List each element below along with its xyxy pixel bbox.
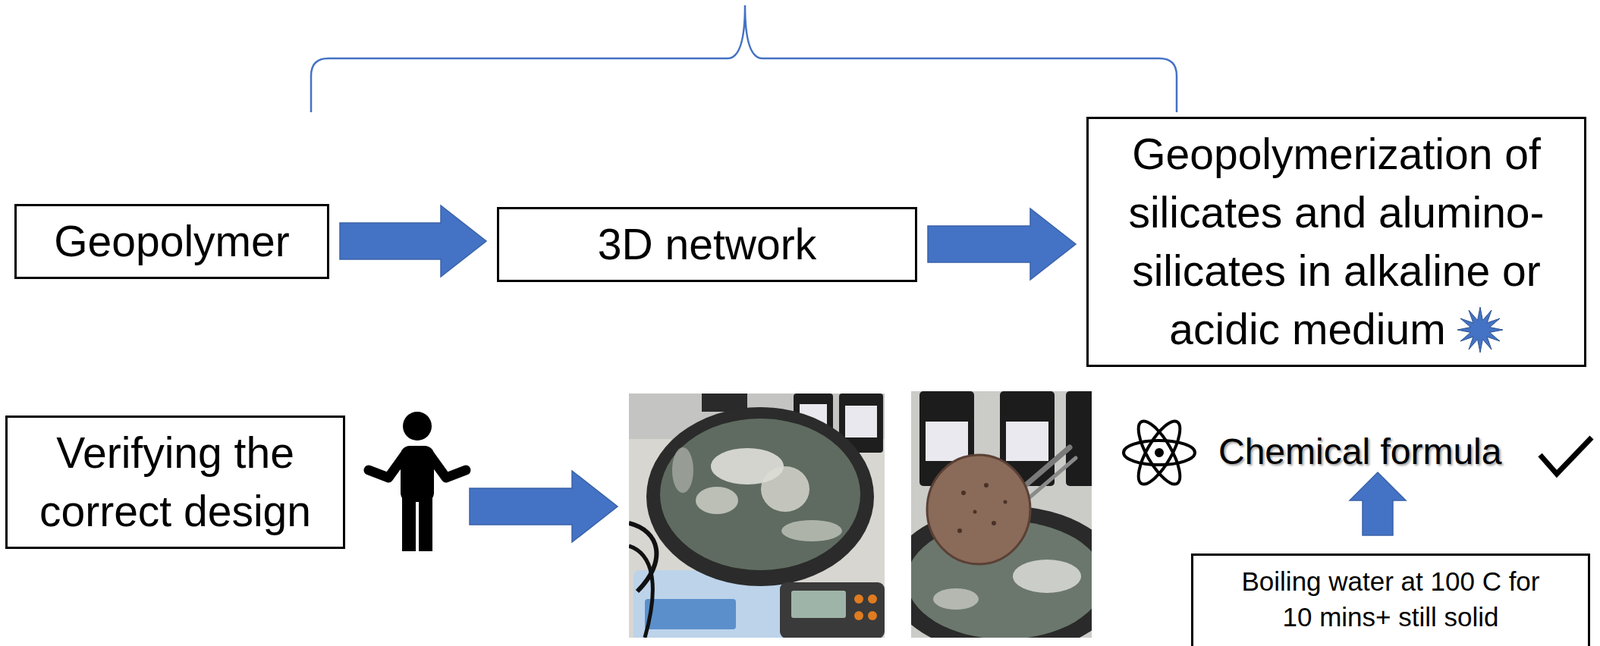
person-icon-part [418, 493, 433, 552]
photo-boiling-pan-part [646, 407, 874, 587]
photo-sample-disk-part [973, 510, 978, 515]
photo-boiling-pan [628, 393, 885, 639]
photo-boiling-pan-part [781, 520, 843, 542]
atom-icon-part [1123, 440, 1195, 466]
block-arrow [469, 471, 618, 543]
photo-sample-disk-part [957, 528, 962, 534]
photo-sample-disk-part [1012, 559, 1082, 594]
icon-caption: Chemical formula [1218, 430, 1502, 475]
photo-boiling-pan-part [628, 546, 653, 639]
definition-box: Geopolymerization of silicates and alumi… [1086, 116, 1587, 368]
photo-boiling-pan-part [760, 466, 810, 513]
node-text: Boiling water at 100 C for 10 mins+ stil… [1241, 566, 1541, 632]
photo-boiling-pan-part [867, 611, 878, 621]
person-icon-part [428, 453, 466, 478]
photo-sample-disk-part [961, 490, 966, 496]
atom-icon-part [1154, 448, 1164, 458]
process-box: 3D network [496, 207, 918, 283]
text-line-wrap: Verifying the correct design [18, 424, 333, 541]
photo-boiling-pan-part [854, 611, 864, 621]
up-arrow [1349, 472, 1406, 536]
node-text: 3D network [597, 220, 817, 269]
person-icon [368, 411, 466, 552]
atom-icon-part [1131, 415, 1189, 490]
block-arrow [339, 205, 487, 277]
curly-brace [311, 5, 1177, 113]
node-text: Geopolymer [53, 216, 290, 266]
burst-star-icon [1456, 306, 1504, 354]
photo-sample-disk-part [927, 455, 1031, 565]
photo-boiling-pan-part [867, 594, 878, 604]
photo-sample-disk [911, 391, 1092, 639]
atom-icon-part [1131, 415, 1189, 490]
photo-boiling-pan-part [660, 418, 861, 571]
burst-star-shape [1457, 307, 1503, 353]
person-icon-part [402, 411, 432, 441]
photo-sample-disk-part [925, 421, 969, 462]
photo-sample-disk-part [1005, 421, 1049, 462]
photo-boiling-pan-part [779, 582, 885, 639]
block-arrow [927, 208, 1076, 280]
photo-boiling-pan-part [672, 447, 694, 494]
photo-sample-disk-part [991, 521, 997, 526]
text-line-wrap: Geopolymerization of silicates and alumi… [1105, 125, 1568, 359]
photo-boiling-pan-part [695, 487, 739, 515]
photo-sample-disk-part [933, 588, 979, 610]
text-line-wrap: Boiling water at 100 C for 10 mins+ stil… [1229, 563, 1552, 635]
text-line-wrap: Geopolymer [25, 212, 318, 271]
photo-sample-disk-part [983, 483, 989, 488]
note-box: Boiling water at 100 C for 10 mins+ stil… [1191, 553, 1591, 646]
photo-sample-disk-part [1003, 500, 1008, 505]
text-line-wrap: 3D network [508, 215, 906, 274]
node-text: Verifying the correct design [39, 428, 312, 536]
person-icon-part [368, 453, 406, 478]
photo-sample-disk-part [1065, 391, 1092, 487]
person-icon-part [402, 493, 416, 552]
photo-boiling-pan-part [845, 405, 878, 438]
task-box: Verifying the correct design [5, 415, 346, 550]
photo-boiling-pan-part [854, 594, 864, 604]
check-mark [1540, 437, 1592, 475]
atom-icon [1123, 415, 1195, 490]
photo-boiling-pan-part [644, 599, 736, 630]
process-box: Geopolymer [14, 204, 330, 280]
photo-boiling-pan-part [791, 590, 846, 619]
